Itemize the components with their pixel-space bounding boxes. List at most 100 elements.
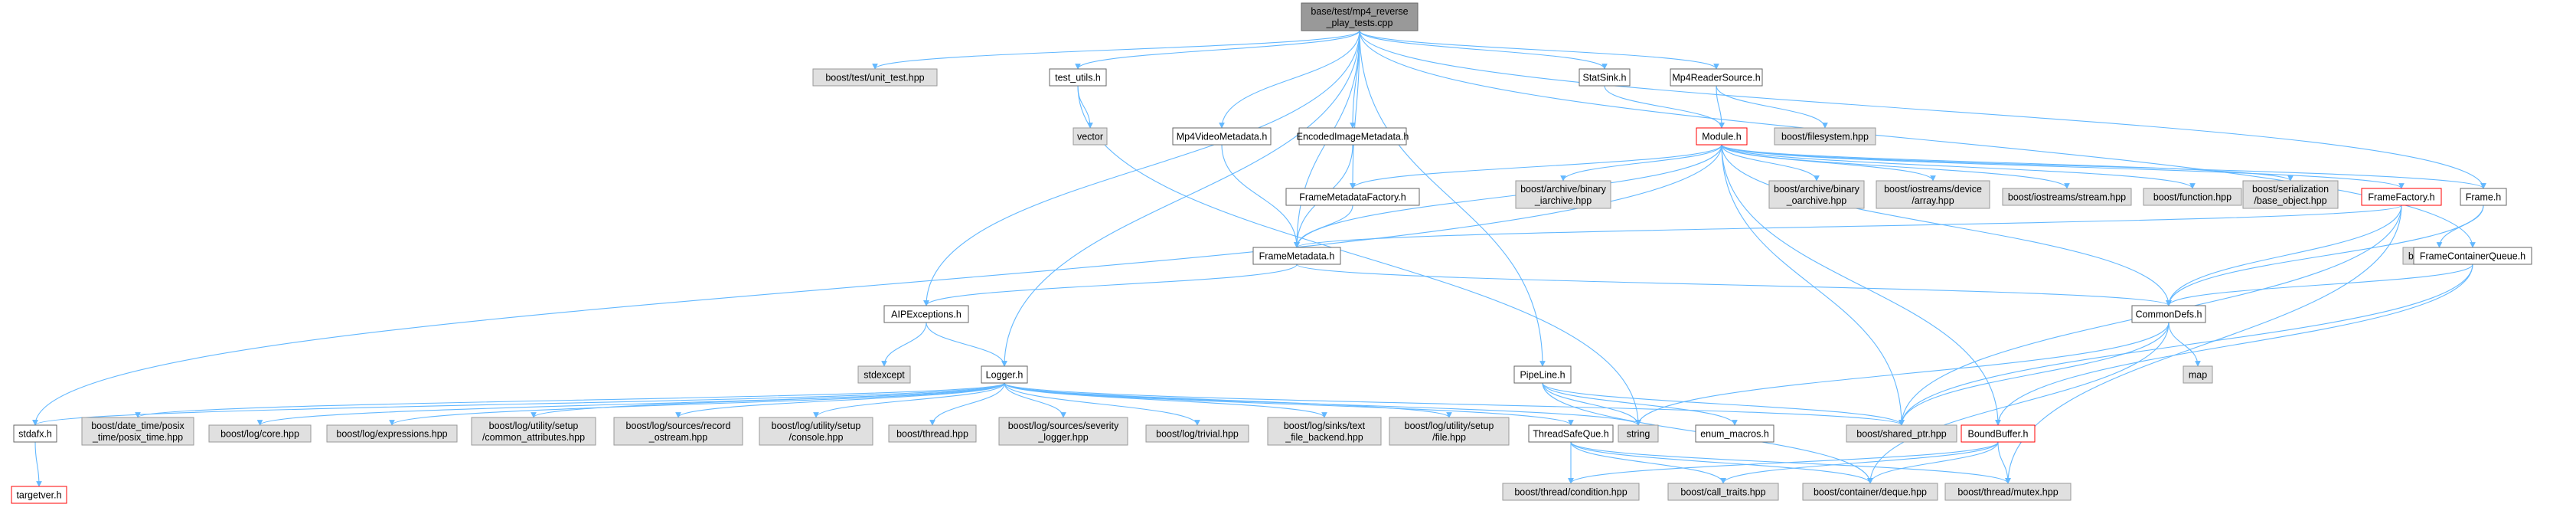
edge-mp4videometa-to-framemeta: [1221, 144, 1300, 248]
edge-test_utils-to-vector: [1077, 85, 1093, 129]
node-setup_file: boost/log/utility/setup/file.hpp: [1389, 417, 1510, 446]
node-label: EncodedImageMetadata.h: [1297, 132, 1409, 142]
node-base_object: boost/serialization/base_object.hpp: [2242, 180, 2339, 209]
node-framemetafactory[interactable]: FrameMetadataFactory.h: [1285, 188, 1420, 206]
node-box: [1846, 424, 1957, 443]
node-pipeline[interactable]: PipeLine.h: [1513, 365, 1572, 384]
node-label: boost/log/trivial.hpp: [1156, 429, 1239, 440]
node-label: boost/log/utility/setup: [772, 421, 861, 431]
edge-module-to-function: [1721, 144, 2196, 189]
node-label: _file_backend.hpp: [1285, 432, 1363, 443]
node-box: [1876, 180, 1990, 209]
node-call_traits: boost/call_traits.hpp: [1667, 483, 1779, 501]
node-mp4videometa[interactable]: Mp4VideoMetadata.h: [1172, 127, 1272, 146]
node-box: [2361, 188, 2442, 206]
node-framefactory[interactable]: FrameFactory.h: [2361, 188, 2442, 206]
node-box: [812, 68, 938, 87]
node-label: boost/shared_ptr.hpp: [1856, 429, 1946, 440]
node-threadsafeque[interactable]: ThreadSafeQue.h: [1528, 424, 1614, 443]
node-common_attributes: boost/log/utility/setup/common_attribute…: [471, 417, 596, 446]
node-box: [1768, 180, 1865, 209]
node-aipexceptions[interactable]: AIPExceptions.h: [883, 305, 969, 323]
edge-module-to-commondefs: [1721, 144, 2172, 306]
node-map: map: [2183, 365, 2213, 384]
node-stdafx[interactable]: stdafx.h: [13, 424, 57, 443]
node-mp4reader[interactable]: Mp4ReaderSource.h: [1670, 68, 1763, 87]
node-label: boost/log/utility/setup: [489, 421, 579, 431]
edge-framefactory-to-thread_mutex: [2005, 205, 2402, 484]
edge-root-to-framemetafactory: [1350, 30, 1360, 189]
node-box: [2460, 188, 2507, 206]
edge-root-to-mp4reader: [1359, 30, 1719, 70]
edge-root-to-pipeline: [1359, 30, 1546, 367]
edge-stdafx-to-targetver: [34, 441, 42, 487]
node-encodedimagemeta[interactable]: EncodedImageMetadata.h: [1297, 127, 1409, 146]
node-framemeta[interactable]: FrameMetadata.h: [1252, 247, 1341, 265]
node-label: boost/thread.hpp: [896, 429, 968, 440]
edge-logger-to-common_attributes: [531, 382, 1005, 418]
node-box: [1389, 417, 1510, 446]
node-label: enum_macros.h: [1700, 429, 1769, 440]
node-label: boost/call_traits.hpp: [1680, 487, 1765, 498]
node-label: base/test/mp4_reverse: [1311, 6, 1408, 17]
node-unit_test: boost/test/unit_test.hpp: [812, 68, 938, 87]
edge-framecontainerqueue-to-shared_ptr: [1899, 264, 2473, 426]
edge-logger-to-log_trivial: [1004, 382, 1200, 426]
node-label: /base_object.hpp: [2254, 195, 2326, 206]
node-box: [1172, 127, 1272, 146]
node-box: [1267, 417, 1382, 446]
node-box: [1298, 127, 1407, 146]
node-label: boost/log/sources/severity: [1008, 421, 1119, 431]
edge-mp4reader-to-filesystem: [1716, 85, 1828, 129]
edge-frame-to-commondefs: [2166, 205, 2484, 306]
node-box: [1579, 68, 1631, 87]
node-frame[interactable]: Frame.h: [2460, 188, 2507, 206]
node-label: targetver.h: [16, 490, 61, 501]
node-box: [1961, 424, 2036, 443]
node-logger[interactable]: Logger.h: [981, 365, 1028, 384]
node-box: [1145, 424, 1249, 443]
node-box: [1301, 2, 1419, 31]
node-label: boost/thread/mutex.hpp: [1957, 487, 2058, 498]
node-framecontainerqueue[interactable]: FrameContainerQueue.h: [2413, 247, 2532, 265]
node-boundbuffer[interactable]: BoundBuffer.h: [1961, 424, 2036, 443]
node-box: [1944, 483, 2072, 501]
node-label: boost/log/sinks/text: [1284, 421, 1366, 431]
node-box: [613, 417, 743, 446]
node-label: boost/filesystem.hpp: [1781, 132, 1869, 142]
edge-module-to-binary_oarchive: [1721, 144, 1820, 182]
node-label: Frame.h: [2466, 192, 2502, 203]
node-box: [208, 424, 312, 443]
node-label: BoundBuffer.h: [1967, 429, 2028, 440]
node-commondefs[interactable]: CommonDefs.h: [2131, 305, 2206, 323]
node-label: boost/iostreams/device: [1884, 184, 1982, 195]
node-box: [1670, 68, 1763, 87]
node-label: boost/iostreams/stream.hpp: [2008, 192, 2126, 203]
node-label: boost/log/sources/record: [626, 421, 731, 431]
node-container_deque: boost/container/deque.hpp: [1802, 483, 1938, 501]
node-root[interactable]: base/test/mp4_reverse_play_tests.cpp: [1301, 2, 1419, 31]
node-statsink[interactable]: StatSink.h: [1579, 68, 1631, 87]
node-severity_logger: boost/log/sources/severity_logger.hpp: [998, 417, 1128, 446]
node-label: map: [2189, 370, 2207, 381]
edge-module-to-shared_ptr: [1721, 144, 1905, 426]
node-log_core: boost/log/core.hpp: [208, 424, 312, 443]
node-label: /array.hpp: [1912, 195, 1954, 206]
node-vector: vector: [1073, 127, 1108, 146]
node-module[interactable]: Module.h: [1696, 127, 1748, 146]
edge-module-to-device_array: [1721, 144, 1936, 182]
node-box: [1618, 424, 1659, 443]
node-box: [1696, 127, 1748, 146]
edge-module-to-framemetafactory: [1350, 144, 1722, 189]
edge-framemetafactory-to-framemeta: [1294, 205, 1353, 248]
node-label: _play_tests.cpp: [1326, 18, 1393, 28]
node-label: /console.hpp: [789, 432, 844, 443]
edge-module-to-frame: [1721, 144, 2486, 189]
node-enum_macros[interactable]: enum_macros.h: [1695, 424, 1774, 443]
node-targetver[interactable]: targetver.h: [11, 486, 67, 504]
node-label: boost/date_time/posix: [91, 421, 184, 431]
edge-module-to-iostream_stream: [1721, 144, 2070, 189]
node-filesystem: boost/filesystem.hpp: [1774, 127, 1876, 146]
node-label: boost/test/unit_test.hpp: [825, 73, 924, 83]
node-test_utils[interactable]: test_utils.h: [1049, 68, 1107, 87]
